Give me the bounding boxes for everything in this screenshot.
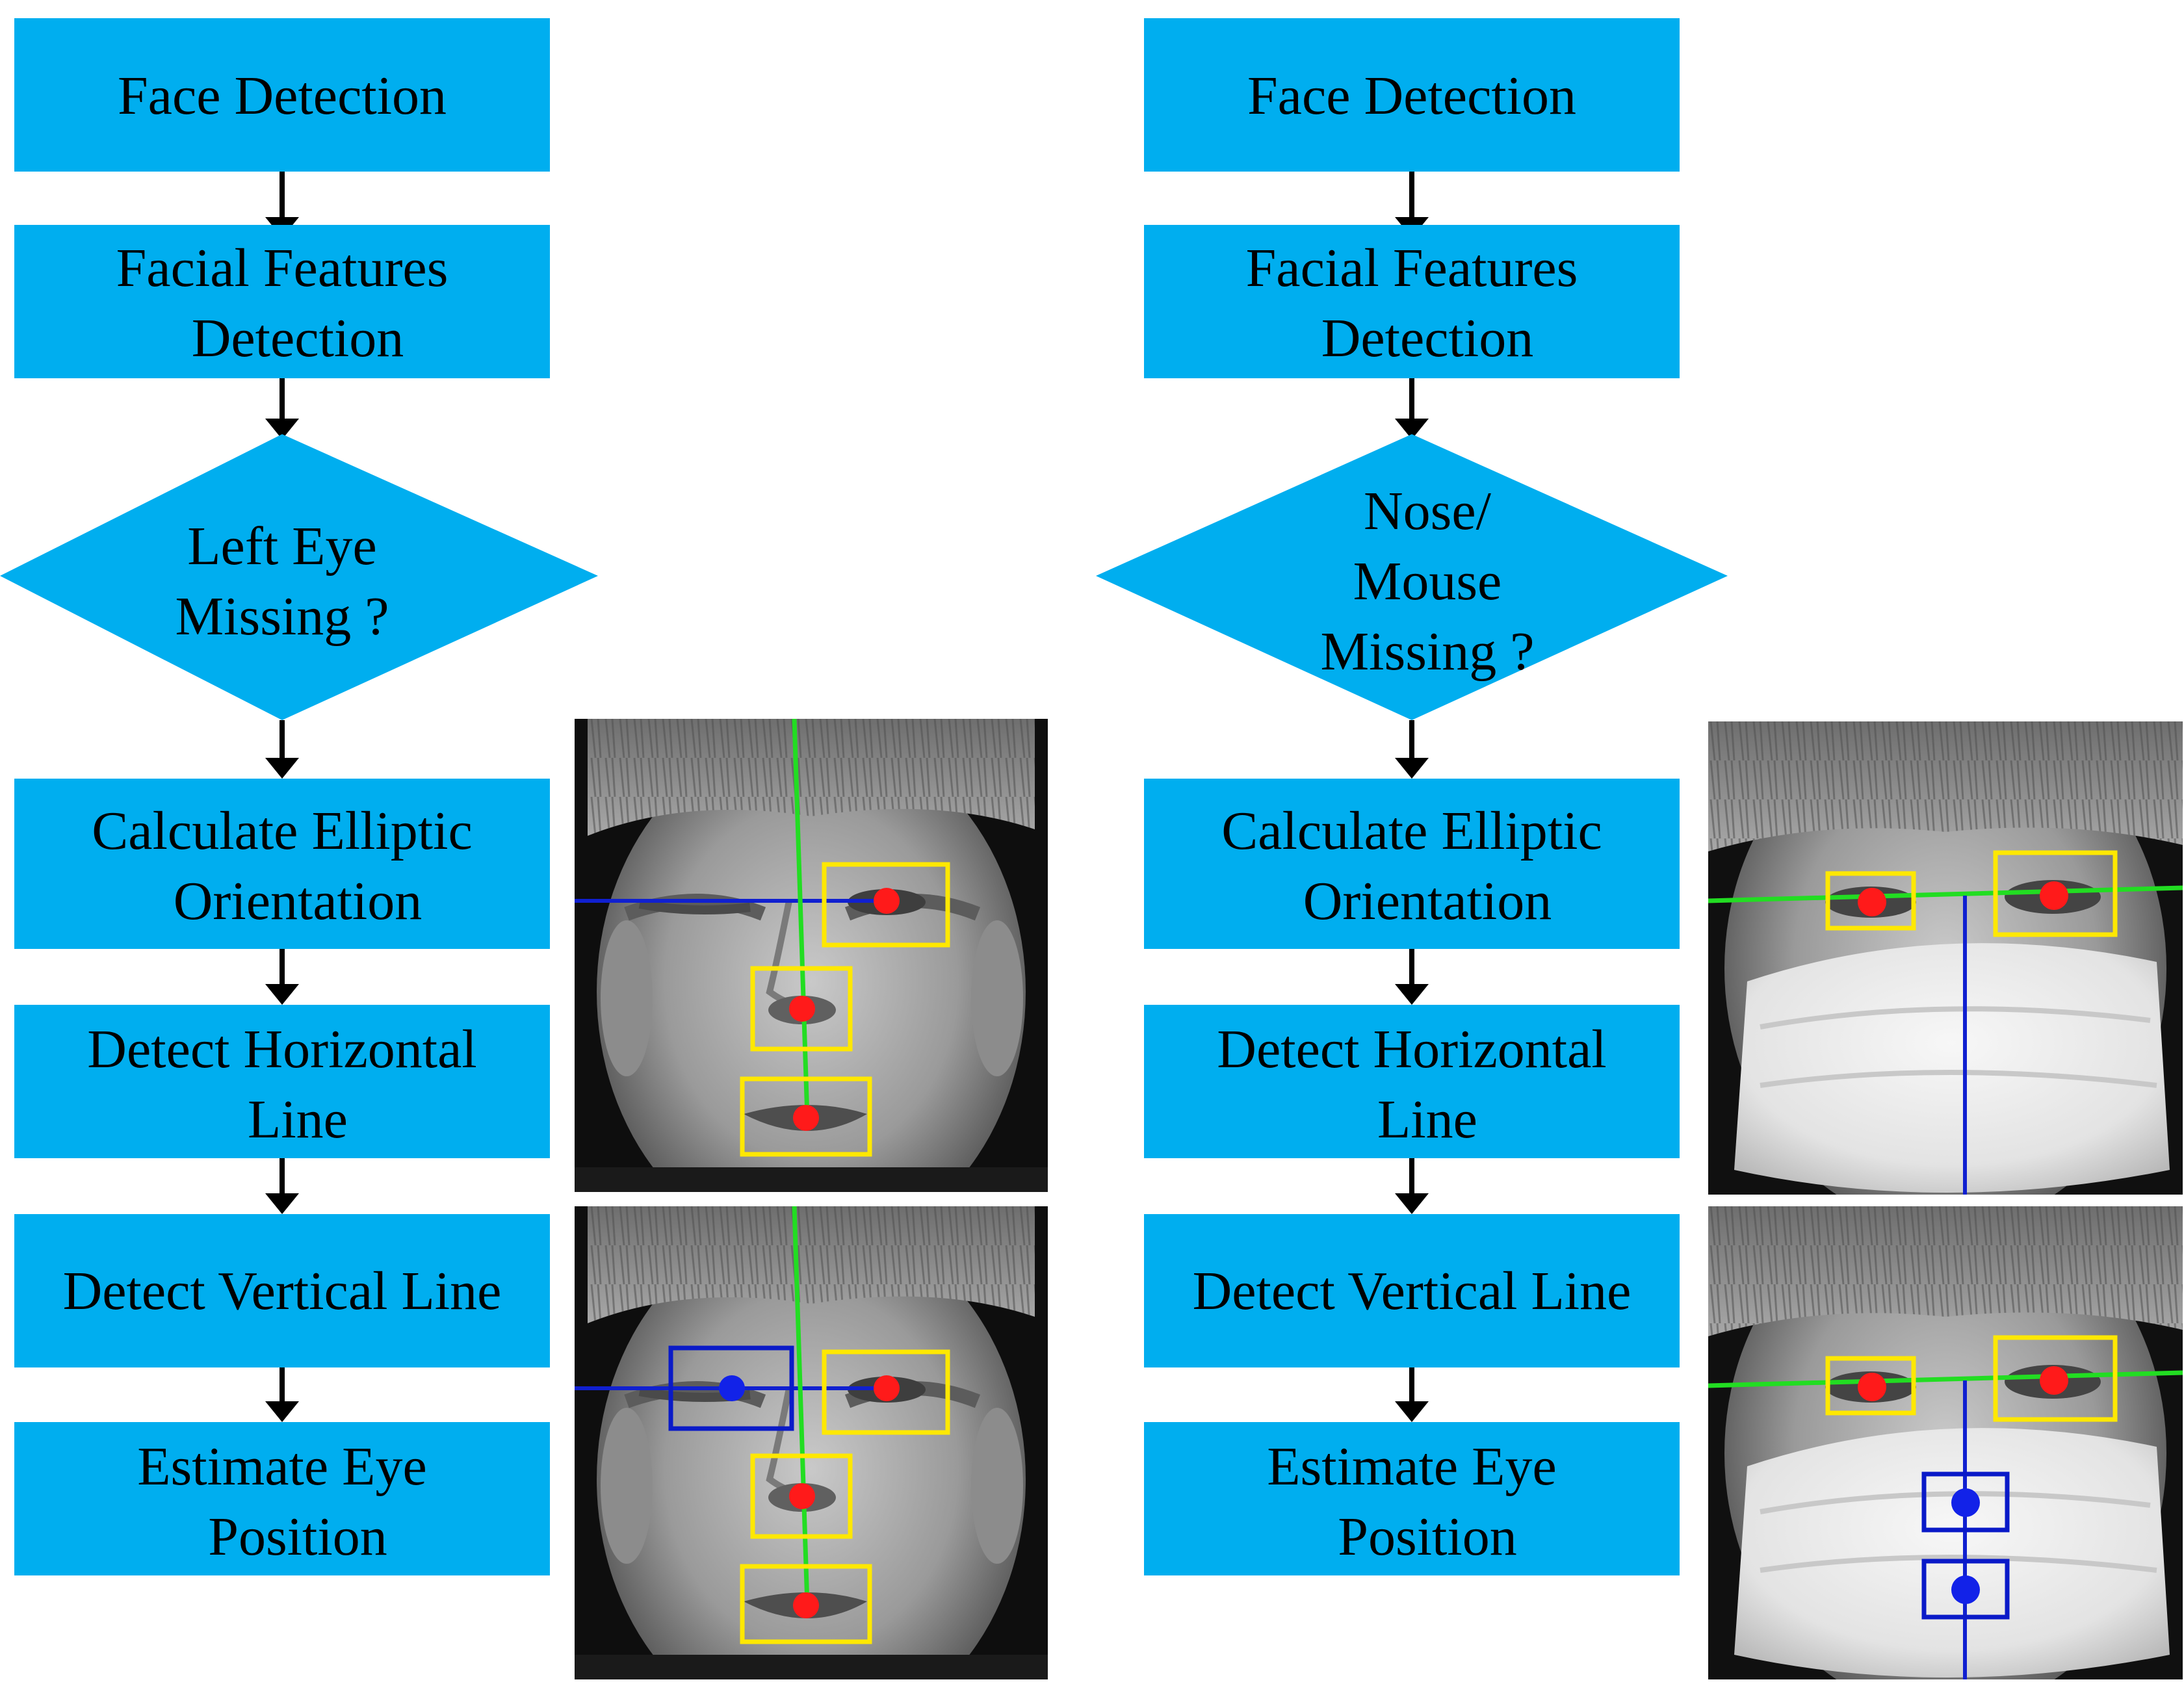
- photo-left-eye-estimated: [575, 1206, 1048, 1679]
- step-estimate-eye-position: Estimate Eye Position: [1144, 1422, 1680, 1575]
- svg-text:Nose/: Nose/: [1364, 481, 1492, 541]
- left-eye-point: [1858, 888, 1886, 916]
- step-detect-vertical-line: Detect Vertical Line: [14, 1214, 550, 1367]
- photo-left-eye-orientation: [575, 719, 1048, 1192]
- step-detect-vertical-line: Detect Vertical Line: [1144, 1214, 1680, 1367]
- step-facial-features-detection: Facial Features Detection: [14, 225, 550, 378]
- step-facial-features-detection: Facial Features Detection: [1144, 225, 1680, 378]
- right-eye-point: [874, 888, 900, 914]
- estimated-nose-box: [1921, 1471, 2010, 1533]
- right-eye-box: [822, 862, 950, 948]
- svg-text:Left Eye: Left Eye: [187, 516, 377, 576]
- step-calculate-elliptic-orientation: Calculate Elliptic Orientation: [14, 779, 550, 949]
- arrowhead: [1395, 1193, 1429, 1214]
- nose-box: [750, 1453, 853, 1539]
- orientation-line: [1708, 885, 2183, 903]
- left-eye-box: [1825, 1356, 1916, 1416]
- orientation-line: [792, 719, 810, 1119]
- arrowhead: [1395, 1401, 1429, 1422]
- svg-text:Missing ?: Missing ?: [1320, 621, 1534, 682]
- svg-text:Orientation: Orientation: [1303, 871, 1552, 931]
- step-face-detection: Face Detection: [14, 18, 550, 172]
- svg-text:Calculate Elliptic: Calculate Elliptic: [92, 801, 472, 861]
- nose-box: [750, 966, 853, 1052]
- svg-text:Position: Position: [1338, 1507, 1516, 1567]
- step-calculate-elliptic-orientation: Calculate Elliptic Orientation: [1144, 779, 1680, 949]
- orientation-line: [792, 1206, 810, 1606]
- flowchart-left-eye: Face Detection Facial Features Detection…: [0, 18, 598, 1575]
- right-eye-box: [1993, 1335, 2118, 1422]
- decision-left-eye-missing: Left Eye Missing ?: [0, 434, 598, 720]
- arrowhead: [1395, 419, 1429, 439]
- flowchart-nose-mouth: Face Detection Facial Features Detection…: [1096, 18, 1728, 1575]
- step-detect-horizontal-line: Detect Horizontal Line: [14, 1005, 550, 1158]
- svg-text:Calculate Elliptic: Calculate Elliptic: [1221, 801, 1602, 861]
- right-eye-point: [2040, 1366, 2068, 1395]
- svg-text:Detection: Detection: [1321, 308, 1534, 369]
- svg-text:Detect Horizontal: Detect Horizontal: [87, 1019, 476, 1080]
- svg-text:Missing ?: Missing ?: [175, 586, 389, 647]
- left-eye-point: [1858, 1373, 1886, 1401]
- arrowhead: [265, 1193, 299, 1214]
- step-label: Detect Vertical Line: [1193, 1261, 1632, 1321]
- step-estimate-eye-position: Estimate Eye Position: [14, 1422, 550, 1575]
- step-label: Detect Vertical Line: [63, 1261, 502, 1321]
- arrowhead: [1395, 758, 1429, 779]
- arrowhead: [265, 419, 299, 439]
- mask-icon: [1734, 1428, 2170, 1678]
- estimated-left-eye-box: [668, 1345, 794, 1431]
- estimated-nose-point: [1951, 1488, 1980, 1517]
- photo-masked-estimated: [1708, 1206, 2183, 1679]
- svg-text:Estimate Eye: Estimate Eye: [137, 1436, 427, 1497]
- right-eye-box: [822, 1349, 950, 1435]
- facial-features-word: Facial Features: [116, 238, 448, 298]
- svg-text:Position: Position: [208, 1507, 387, 1567]
- decision-nose-mouth-missing: Nose/ Mouse Missing ?: [1096, 434, 1728, 720]
- photo-masked-orientation: [1708, 721, 2183, 1195]
- step-label: Face Detection: [118, 66, 447, 126]
- svg-text:Orientation: Orientation: [174, 871, 422, 931]
- face-photo-icon: [597, 732, 1026, 1192]
- mouth-point: [793, 1105, 819, 1131]
- estimated-mouth-point: [1951, 1575, 1980, 1604]
- svg-text:Line: Line: [1377, 1089, 1477, 1150]
- nose-point: [789, 996, 815, 1022]
- mask-icon: [1734, 943, 2170, 1193]
- left-eye-box: [1825, 871, 1916, 931]
- step-label-line-1: Facial Features: [116, 238, 448, 298]
- mouth-box: [740, 1564, 872, 1644]
- svg-text:Facial Features: Facial Features: [1246, 238, 1578, 298]
- orientation-line: [1708, 1370, 2183, 1388]
- right-eye-point: [874, 1375, 900, 1401]
- svg-text:Estimate Eye: Estimate Eye: [1267, 1436, 1557, 1497]
- mouth-box: [740, 1076, 872, 1157]
- mouth-point: [793, 1592, 819, 1618]
- step-face-detection: Face Detection: [1144, 18, 1680, 172]
- arrowhead: [265, 758, 299, 779]
- right-eye-box: [1993, 850, 2118, 937]
- step-label: Face Detection: [1247, 66, 1576, 126]
- svg-text:Mouse: Mouse: [1353, 551, 1502, 612]
- face-photo-icon: [597, 1219, 1026, 1679]
- estimated-mouth-box: [1921, 1559, 2010, 1620]
- nose-point: [789, 1483, 815, 1509]
- svg-text:Line: Line: [248, 1089, 348, 1150]
- step-detect-horizontal-line: Detect Horizontal Line: [1144, 1005, 1680, 1158]
- arrowhead: [1395, 984, 1429, 1005]
- step-label-line-2: Detection: [192, 308, 404, 369]
- arrowhead: [265, 1401, 299, 1422]
- svg-text:Detect Horizontal: Detect Horizontal: [1217, 1019, 1606, 1080]
- right-eye-point: [2040, 881, 2068, 910]
- arrowhead: [265, 984, 299, 1005]
- estimated-left-eye-point: [719, 1375, 745, 1401]
